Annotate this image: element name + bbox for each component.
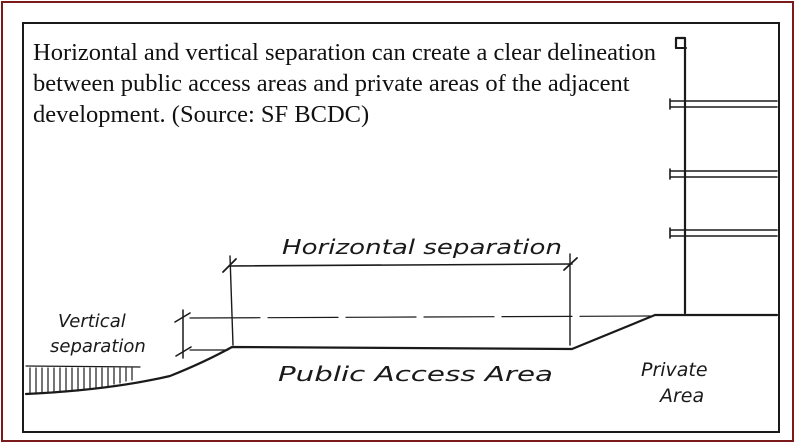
balcony-3 (669, 227, 778, 239)
horizontal-separation-label: Horizontal separation (282, 235, 562, 259)
left-tick (222, 258, 237, 273)
vertical-tick-top (174, 312, 191, 323)
private-label-line1: Private (641, 359, 708, 381)
figure-frame (1, 1, 794, 442)
balcony-2 (669, 168, 778, 180)
figure-caption: Horizontal and vertical separation can c… (33, 39, 657, 128)
balcony-1 (669, 98, 778, 110)
right-tick (563, 257, 578, 271)
private-label-line2: Area (658, 385, 704, 407)
vertical-label-line1: Vertical (58, 311, 126, 332)
left-extension-line (229, 255, 234, 346)
vertical-tick-bottom (175, 346, 192, 357)
dashed-level-line (189, 315, 656, 319)
vertical-label-line2: separation (50, 336, 146, 357)
building-outline (674, 36, 687, 315)
horizontal-dimension-line (228, 263, 573, 267)
illustration-panel (22, 22, 780, 433)
hatched-ground (25, 365, 141, 395)
public-access-area-label: Public Access Area (278, 362, 553, 386)
